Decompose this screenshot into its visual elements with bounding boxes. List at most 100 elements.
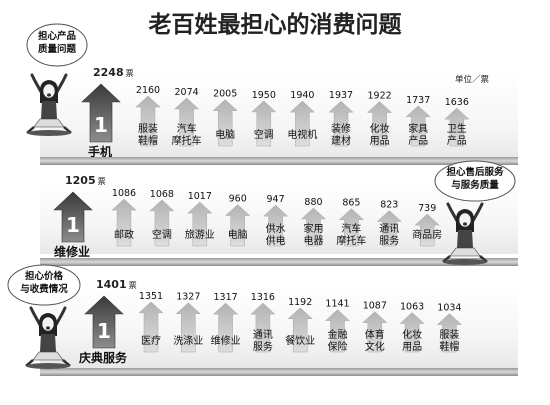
category-label: 商品房 [412,228,442,241]
bar [366,101,393,147]
unit-label: 单位／票 [455,74,490,85]
bar [212,302,239,353]
bubble-text: 担心售后服务 [446,166,504,178]
bar [149,199,175,247]
category-label: 服装 [439,328,459,341]
category-label: 电脑 [228,228,248,241]
bar [399,312,425,353]
category-label: 旅游业 [185,228,215,241]
speech-bubble [7,264,81,306]
bar-value-label: 1950 [252,90,276,101]
category-label: 鞋帽 [439,340,459,353]
category-label: 产品 [447,134,467,147]
bar [225,204,251,247]
bar [212,99,238,147]
figure-worried-left-bottom [25,306,71,369]
bar [414,213,440,247]
category-label: 空调 [254,128,274,141]
category-label: 电脑 [215,128,235,141]
bar-value-label: 1317 [214,292,238,303]
rank-number: 1 [94,113,108,137]
bar [338,208,365,247]
category-label: 洗涤业 [173,334,203,347]
category-label: 空调 [152,228,172,241]
bar-value-label: 1937 [329,90,353,101]
bar [251,100,277,147]
category-label: 服务 [379,234,399,247]
category-label: 通讯 [379,223,399,235]
bar-value-label: 739 [418,203,436,214]
top-item-label: 庆典服务 [78,350,128,365]
top-item-arrow [81,83,121,143]
bar [287,307,313,353]
bar-value-label: 1087 [363,301,387,312]
panel-background [40,284,518,368]
category-label: 鞋帽 [138,134,158,147]
bar-value-label: 1192 [288,297,312,308]
category-label: 体育 [365,328,385,341]
rank-number: 1 [97,319,111,343]
bar [262,204,289,247]
bubble-text: 担心产品 [38,30,76,42]
top-item-label: 维修业 [54,244,90,259]
category-label: 通讯 [253,329,273,341]
bar-value-label: 2160 [136,85,160,96]
bar-value-label: 1068 [150,189,174,200]
bar [405,105,431,147]
bar-value-label: 1063 [400,302,424,313]
separator-band [40,258,518,266]
speech-bubble [434,160,516,202]
bar [138,301,164,353]
category-label: 家具 [408,122,428,135]
category-label: 电视机 [287,128,317,141]
bar-value-label: 1737 [406,95,430,106]
face-icon [458,212,472,228]
category-label: 金融 [328,328,348,341]
category-label: 供水 [266,222,286,235]
bar [135,95,161,147]
bar-value-label: 865 [342,198,360,209]
bubble-text: 质量问题 [38,43,77,55]
bar-value-label: 1017 [188,191,212,202]
face-icon [41,316,55,332]
bar-value-label: 2005 [213,89,237,100]
bar [300,207,327,247]
category-label: 化妆 [370,122,390,135]
category-label: 医疗 [141,334,161,347]
category-label: 建材 [331,134,351,147]
bar [250,302,276,353]
bar-value-label: 947 [267,194,285,205]
top-item-arrow [53,191,93,243]
face-icon [42,83,56,99]
category-label: 维修业 [211,334,241,347]
bar [111,198,137,247]
category-label: 摩托车 [172,134,202,147]
speech-bubble [26,23,88,67]
figure-worried-right [442,202,488,265]
bubble-text: 担心价格 [25,270,64,282]
bar-value-label: 1034 [437,303,461,314]
bar-value-label: 1316 [251,292,275,303]
category-label: 家用 [304,222,324,235]
category-label: 用品 [402,341,422,353]
bar-value-label: 960 [229,194,247,205]
bar-value-label: 1327 [176,292,200,303]
bar [324,309,351,353]
category-label: 服务 [253,340,273,353]
bar-value-label: 1940 [290,90,314,101]
category-label: 产品 [408,134,428,147]
category-label: 汽车 [177,122,197,135]
category-label: 电器 [304,234,324,247]
category-label: 供电 [266,234,286,247]
page-title: 老百姓最担心的消费问题 [148,11,402,38]
category-label: 邮政 [114,228,134,241]
bar [175,302,201,353]
bar [376,210,402,247]
